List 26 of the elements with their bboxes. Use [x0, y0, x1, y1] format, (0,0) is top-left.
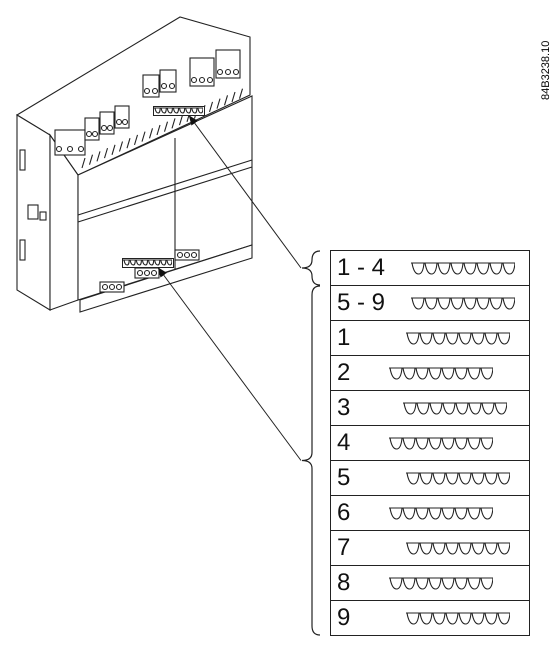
- leader-arrow: [188, 115, 302, 268]
- drawing-number: 84B3238.10: [540, 40, 552, 100]
- dip-switch: [122, 258, 174, 268]
- table-row: [330, 425, 530, 461]
- switch-range-number: 8: [337, 570, 350, 596]
- table-row: [330, 355, 530, 391]
- table-row: [330, 495, 530, 531]
- switch-range-number: 9: [337, 605, 350, 631]
- table-row: [330, 530, 530, 566]
- table-row: [330, 320, 530, 356]
- switch-range-number: 1 - 4: [337, 255, 386, 281]
- table-row: [330, 565, 530, 601]
- switch-range-number: 5 - 9: [337, 290, 386, 316]
- table-row: [330, 460, 530, 496]
- dip-switch: [153, 106, 205, 116]
- switch-range-number: 3: [337, 395, 350, 421]
- switch-range-number: 5: [337, 465, 350, 491]
- table-row: [330, 285, 530, 321]
- table-row: [330, 600, 530, 636]
- switch-range-number: 7: [337, 535, 350, 561]
- switch-range-number: 1: [337, 325, 350, 351]
- switch-range-number: 6: [337, 500, 350, 526]
- switch-range-number: 2: [337, 360, 350, 386]
- leader-arrow: [158, 267, 302, 461]
- table-row: [330, 390, 530, 426]
- switch-range-number: 4: [337, 430, 350, 456]
